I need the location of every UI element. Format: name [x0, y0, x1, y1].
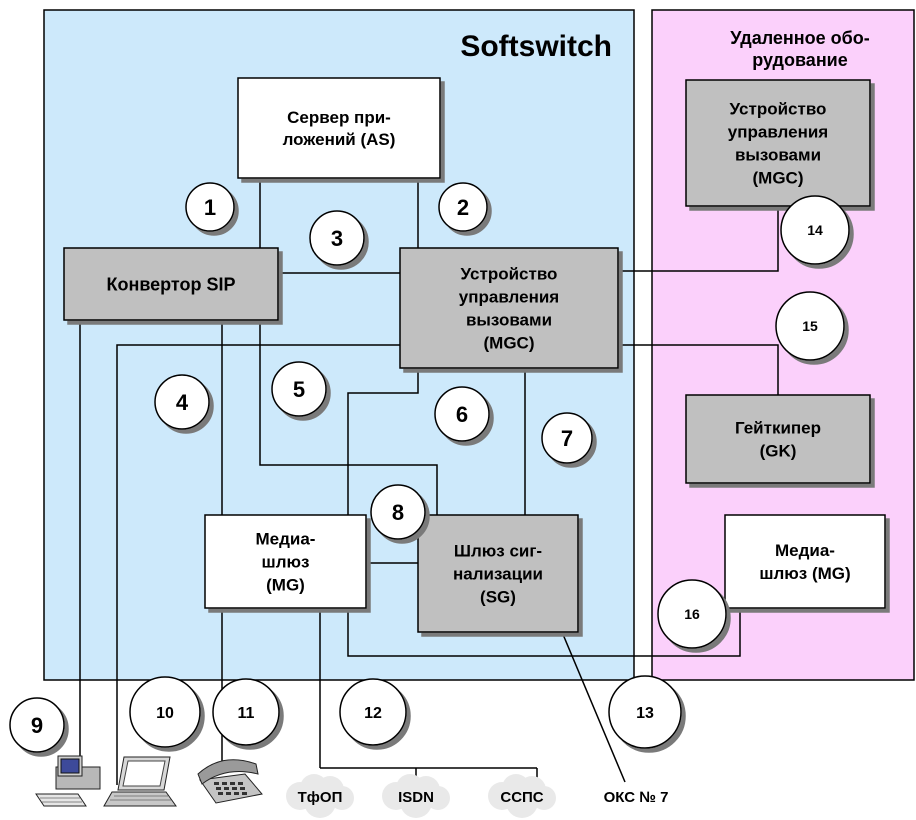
interface-label-4: 4: [176, 390, 189, 415]
cloud-icon: [286, 774, 354, 818]
interface-circle-6: 6: [434, 386, 490, 442]
box-sg-line-3: (SG): [480, 587, 516, 606]
box-mgc-line-3: вызовами: [466, 310, 552, 329]
connection-lines: [79, 178, 779, 785]
interface-label-14: 14: [807, 222, 823, 238]
interface-label-7: 7: [561, 426, 573, 451]
interface-label-1: 1: [204, 195, 216, 220]
box-remote-mgc-line-3: вызовами: [735, 145, 821, 164]
box-mgc-line-2: управления: [459, 287, 559, 306]
box-remote-mg: Медиа-шлюз (MG): [724, 514, 886, 609]
box-mg-line-2: шлюз: [262, 552, 310, 571]
interface-circle-16: 16: [657, 579, 727, 649]
box-sg-line-1: Шлюз сиг-: [454, 541, 542, 560]
box-remote-mg-line-1: Медиа-: [775, 541, 835, 560]
interface-label-3: 3: [331, 226, 343, 251]
box-remote-mgc: Устройство управления вызовами (MGC): [685, 79, 871, 207]
box-mg: Медиа-шлюз (MG): [204, 514, 367, 609]
network-3: ССПС: [488, 774, 556, 818]
box-remote-mgc-line-1: Устройство: [730, 99, 827, 118]
box-remote-mgc-line-4: (MGC): [753, 168, 804, 187]
interface-circle-10: 10: [129, 676, 201, 748]
box-sip-line-1: Конвертор SIP: [106, 274, 235, 294]
interface-circle-2: 2: [438, 182, 488, 232]
network-label-3: ССПС: [500, 789, 543, 806]
line-mgc-remote-mgc: [618, 206, 779, 272]
interface-label-15: 15: [802, 318, 818, 334]
network-label-2: ISDN: [398, 789, 434, 806]
box-as: Сервер при-ложений (AS): [237, 77, 441, 179]
box-gk-line-1: Гейткипер: [735, 418, 821, 437]
cloud-icon: [382, 774, 450, 818]
interface-circle-7: 7: [541, 412, 593, 464]
box-mgc: Устройство управления вызовами (MGC): [399, 247, 619, 369]
interface-label-6: 6: [456, 402, 468, 427]
interface-circle-8: 8: [370, 484, 426, 540]
interface-circle-1: 1: [185, 182, 235, 232]
line-mg-remote-mg: [347, 608, 741, 657]
network-4: ОКС № 7: [604, 789, 669, 806]
network-2: ISDN: [382, 774, 450, 818]
network-label-1: ТфОП: [298, 789, 343, 806]
remote-title-line1: Удаленное обо-: [730, 28, 870, 48]
interface-circle-13: 13: [608, 675, 682, 749]
interface-label-12: 12: [364, 705, 382, 722]
network-1: ТфОП: [286, 774, 354, 818]
interface-circle-9: 9: [9, 697, 65, 753]
box-as-line-2: ложений (AS): [283, 130, 396, 149]
interface-circle-15: 15: [775, 291, 845, 361]
interface-circle-14: 14: [780, 195, 850, 265]
box-mg-line-1: Медиа-: [256, 529, 316, 548]
line-mgc-mg: [347, 368, 419, 515]
softswitch-title: Softswitch: [460, 30, 612, 63]
line-mgc-gk: [618, 344, 779, 395]
interface-circle-5: 5: [271, 361, 327, 417]
box-sg: Шлюз сиг-нализации (SG): [417, 514, 579, 633]
interface-label-5: 5: [293, 377, 305, 402]
laptop-icon: [103, 756, 177, 807]
interface-circle-4: 4: [154, 374, 210, 430]
box-remote-mg-line-2: шлюз (MG): [759, 564, 850, 583]
box-sg-line-2: нализации: [453, 564, 543, 583]
line-mgc-laptop: [116, 344, 400, 785]
remote-title-line2: рудование: [752, 50, 848, 70]
box-sip: Конвертор SIP: [63, 247, 279, 321]
box-mg-line-3: (MG): [266, 575, 305, 594]
interface-label-10: 10: [156, 705, 174, 722]
box-gk: Гейткипер (GK): [685, 394, 871, 484]
interface-label-13: 13: [636, 705, 654, 722]
telephone-icon: [197, 759, 263, 804]
box-remote-mgc-line-2: управления: [728, 122, 828, 141]
interface-label-16: 16: [684, 606, 700, 622]
interface-circle-11: 11: [212, 678, 280, 746]
interface-label-11: 11: [238, 705, 255, 722]
interface-label-9: 9: [31, 713, 43, 738]
desktop-computer-icon: [35, 755, 101, 807]
interface-circle-3: 3: [309, 210, 365, 266]
network-label-4: ОКС № 7: [604, 789, 669, 806]
box-as-line-1: Сервер при-: [287, 108, 391, 127]
box-mgc-line-4: (MGC): [484, 333, 535, 352]
interface-circle-12: 12: [339, 678, 407, 746]
interface-label-2: 2: [457, 195, 469, 220]
interface-label-8: 8: [392, 500, 404, 525]
cloud-icon: [488, 774, 556, 818]
line-sg-ss7: [561, 631, 626, 783]
box-mgc-line-1: Устройство: [461, 264, 558, 283]
box-gk-line-2: (GK): [760, 441, 797, 460]
